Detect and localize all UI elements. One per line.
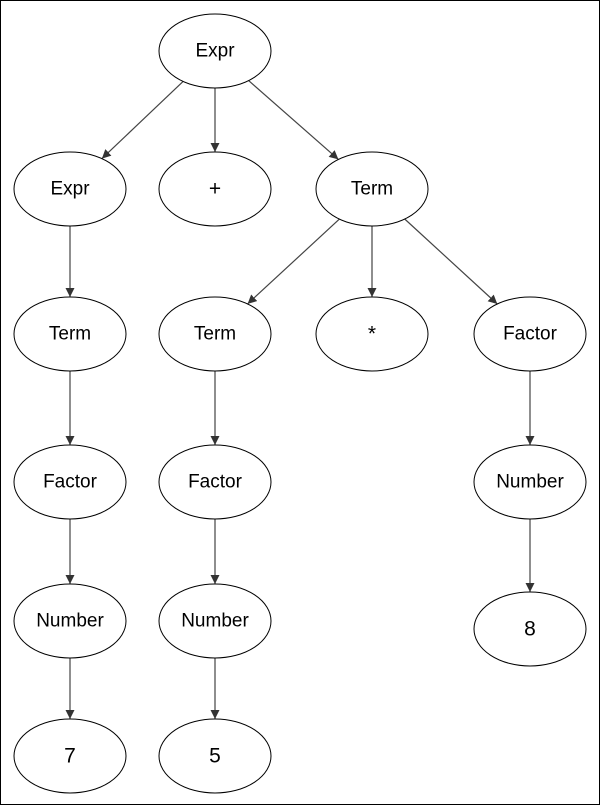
node-eight: 8 xyxy=(473,591,587,667)
node-factor-left: Factor xyxy=(13,444,127,520)
node-label: 5 xyxy=(209,745,221,768)
node-label: Term xyxy=(49,324,91,345)
node-label: Expr xyxy=(195,41,235,62)
node-seven: 7 xyxy=(13,718,127,794)
node-label: Number xyxy=(496,472,564,493)
edge-expr-root-to-term-right xyxy=(248,80,339,160)
node-factor-right: Factor xyxy=(473,296,587,372)
node-label: Factor xyxy=(188,472,243,493)
node-label: Term xyxy=(351,179,393,200)
edges xyxy=(65,80,535,719)
node-term-right: Term xyxy=(315,151,429,227)
node-number-mid: Number xyxy=(158,583,272,659)
node-expr-root: Expr xyxy=(158,13,272,89)
node-star: * xyxy=(315,296,429,372)
edge-expr-root-to-expr-left xyxy=(101,80,184,160)
node-label: Expr xyxy=(50,179,90,200)
node-expr-left: Expr xyxy=(13,151,127,227)
node-factor-mid: Factor xyxy=(158,444,272,520)
node-label: Number xyxy=(36,611,104,632)
node-label: Factor xyxy=(503,324,558,345)
node-term-mid: Term xyxy=(158,296,272,372)
arrow-line xyxy=(404,218,498,305)
node-number-left: Number xyxy=(13,583,127,659)
node-plus: + xyxy=(158,151,272,227)
node-five: 5 xyxy=(158,718,272,794)
edge-term-right-to-term-mid xyxy=(247,218,340,305)
node-label: Number xyxy=(181,611,249,632)
edge-term-right-to-factor-right xyxy=(404,218,498,305)
node-label: 7 xyxy=(64,745,76,768)
node-term-left: Term xyxy=(13,296,127,372)
node-label: * xyxy=(368,323,376,346)
arrow-line xyxy=(247,218,340,305)
node-number-right: Number xyxy=(473,444,587,520)
arrow-line xyxy=(248,80,339,160)
node-label: Term xyxy=(194,324,236,345)
node-label: + xyxy=(209,178,221,201)
arrow-line xyxy=(101,80,184,160)
node-label: Factor xyxy=(43,472,98,493)
node-label: 8 xyxy=(524,618,536,641)
